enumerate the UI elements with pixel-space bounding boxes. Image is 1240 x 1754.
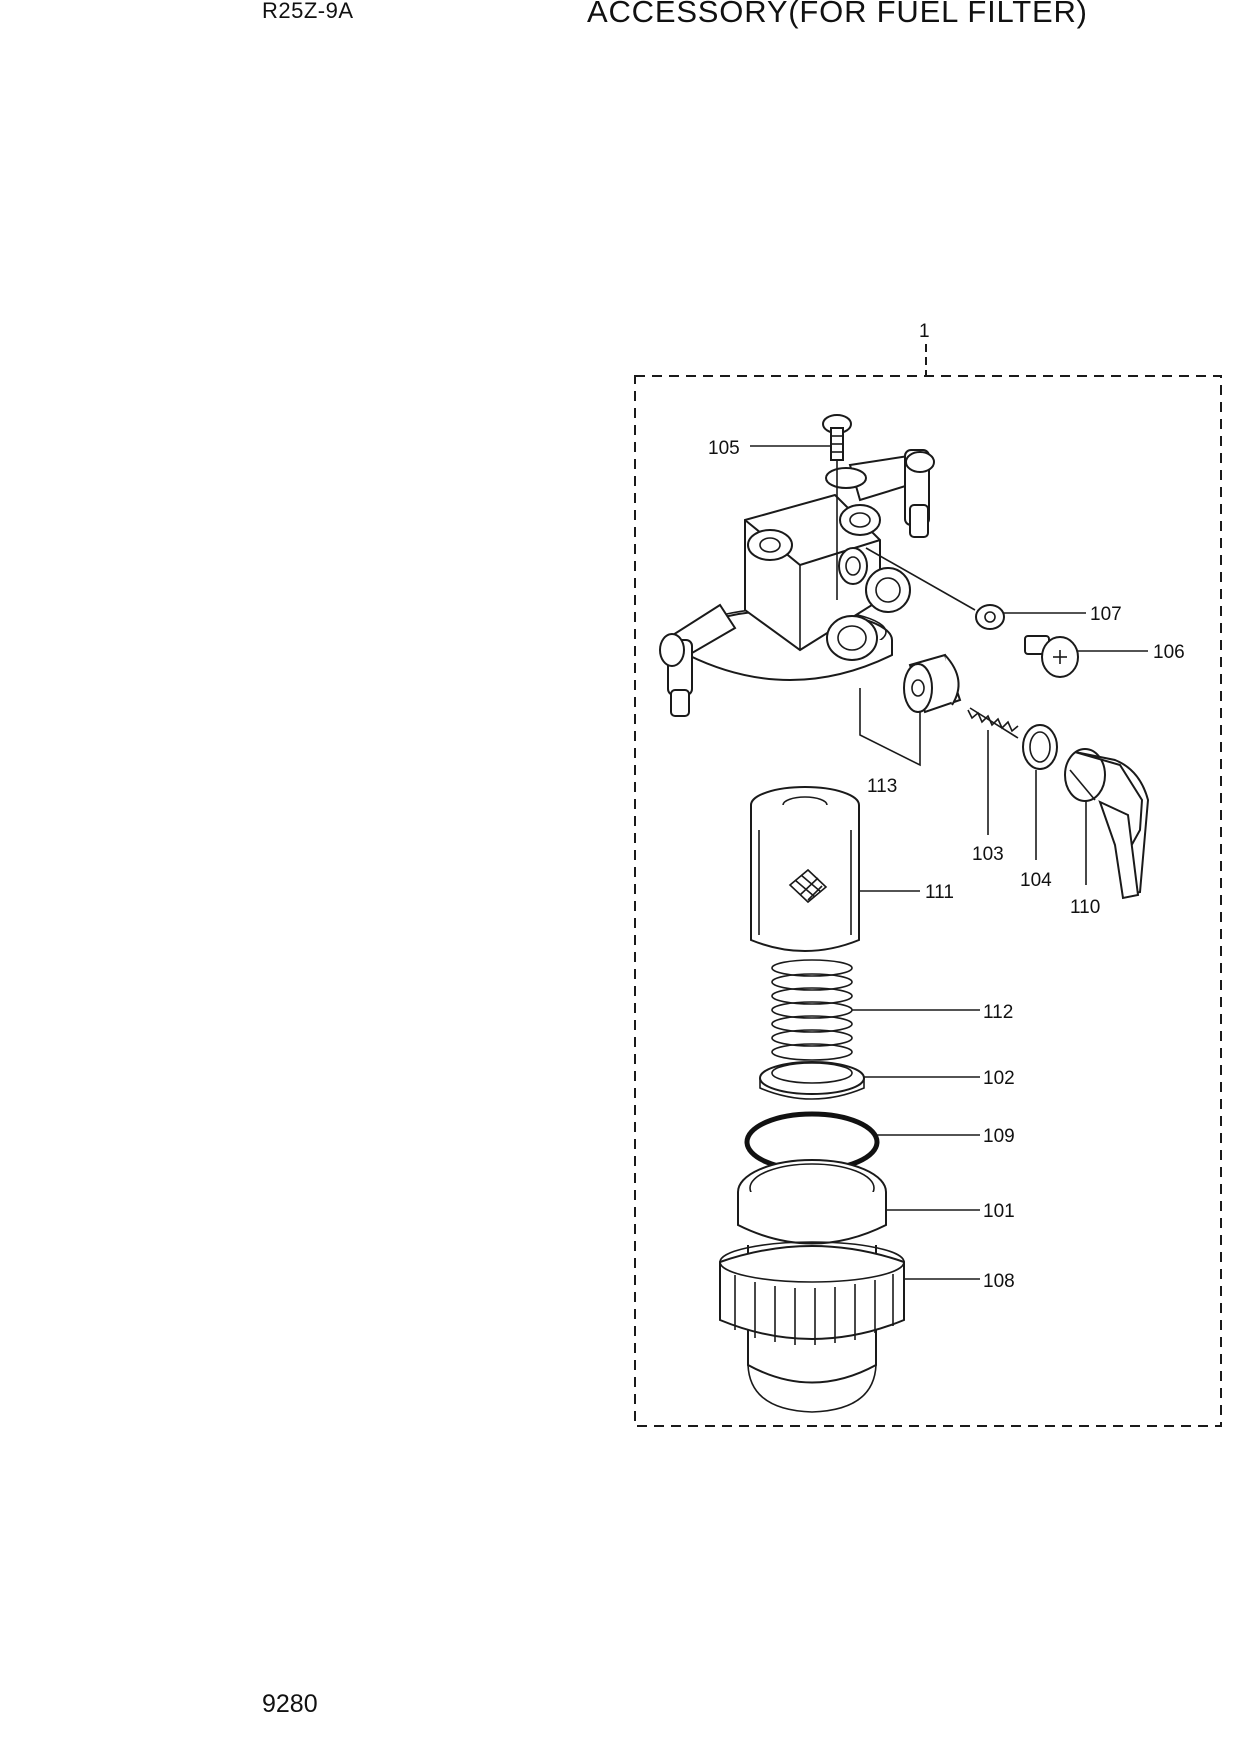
part-111-filter-element: [750, 786, 860, 952]
part-113-valve: [903, 653, 962, 714]
part-108-ring-nut: [719, 1241, 905, 1345]
leader-107: [865, 547, 976, 611]
callout-106: 106: [1153, 642, 1185, 663]
part-112-spring: [771, 959, 853, 1061]
callout-105: 105: [708, 438, 740, 459]
part-105-bolt: [822, 414, 852, 600]
part-110-lever: [1064, 748, 1150, 900]
callout-1: 1: [919, 321, 930, 342]
assembly-boundary: [634, 375, 1222, 1427]
leader-113: [859, 688, 921, 767]
part-106-plug: [1024, 635, 1079, 678]
page-title: ACCESSORY(FOR FUEL FILTER): [587, 0, 1088, 29]
callout-108: 108: [983, 1271, 1015, 1292]
model-number: R25Z-9A: [262, 0, 354, 23]
callout-104: 104: [1020, 870, 1052, 891]
callout-103: 103: [972, 844, 1004, 865]
callout-101: 101: [983, 1201, 1015, 1222]
callout-107: 107: [1090, 604, 1122, 625]
part-104-oring: [1022, 724, 1058, 770]
callout-109: 109: [983, 1126, 1015, 1147]
part-103-spring: [967, 707, 1019, 739]
callout-112: 112: [983, 1002, 1013, 1023]
filter-head: [659, 449, 935, 717]
callout-113: 113: [867, 776, 897, 797]
part-107-washer: [975, 604, 1005, 630]
callout-111: 111: [925, 882, 954, 903]
page-number: 9280: [262, 1690, 318, 1718]
part-102-ring: [759, 1061, 865, 1100]
callout-102: 102: [983, 1068, 1015, 1089]
callout-110: 110: [1070, 897, 1100, 918]
